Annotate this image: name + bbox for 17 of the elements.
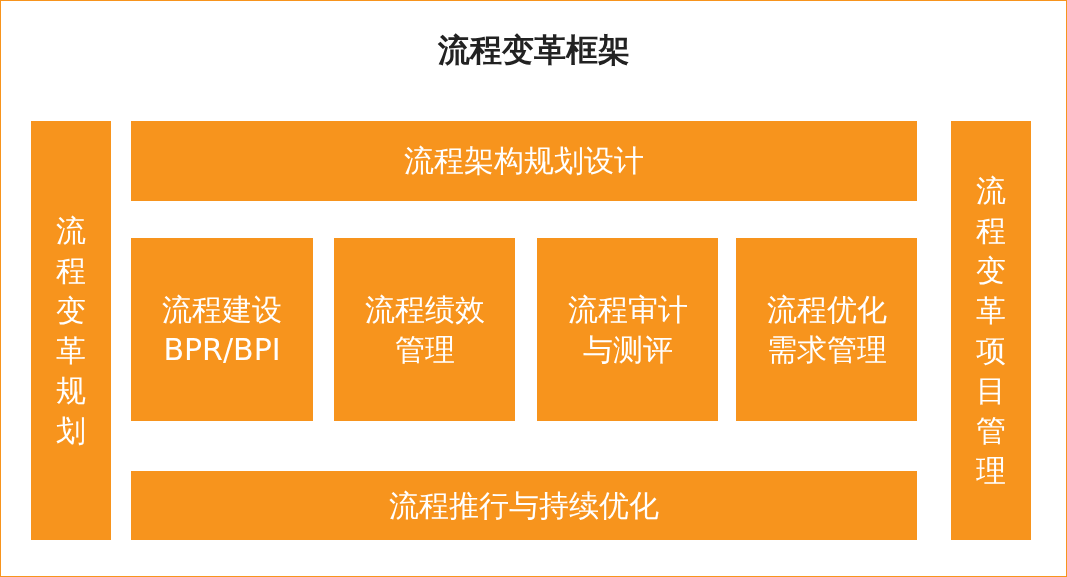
box-label: 流程优化需求管理: [765, 290, 888, 369]
process-box: [736, 238, 917, 421]
vertical-bar: [951, 121, 1031, 540]
box-label: 流程变革项目管理: [975, 171, 1007, 490]
title: 流程变革框架: [436, 30, 631, 71]
box-label: 流程推行与持续优化: [389, 486, 659, 525]
box-label: 流程建设BPR/BPI: [161, 290, 283, 369]
process-box: [131, 238, 313, 421]
process-box: [537, 238, 718, 421]
process-box: [334, 238, 515, 421]
box-label: 流程变革规划: [55, 211, 87, 450]
box-label: 流程审计与测评: [566, 290, 689, 369]
box-label: 流程绩效管理: [363, 290, 486, 369]
box-label: 流程架构规划设计: [404, 142, 644, 180]
vertical-bar: [31, 121, 111, 540]
horizontal-bar: [131, 471, 917, 540]
horizontal-bar: [131, 121, 917, 201]
